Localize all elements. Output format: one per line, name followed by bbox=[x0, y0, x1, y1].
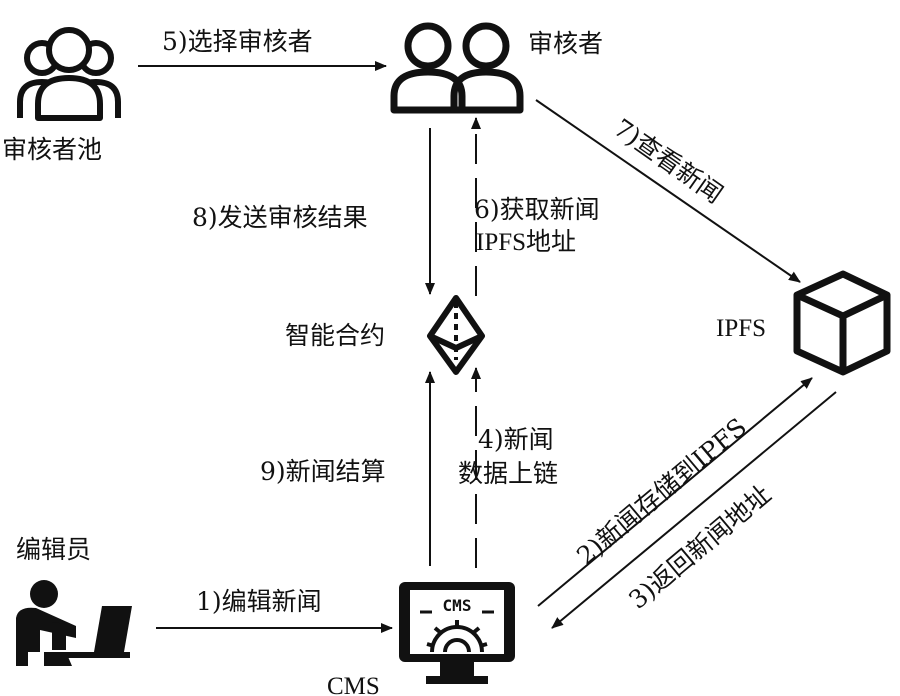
edge-7-arrow bbox=[535, 99, 801, 283]
reviewer-pool-icon bbox=[17, 27, 121, 121]
cms-label: CMS bbox=[327, 673, 380, 696]
ipfs-label: IPFS bbox=[716, 315, 766, 342]
edge-3-arrow bbox=[551, 391, 837, 629]
cms-screen-text: CMS bbox=[443, 596, 472, 615]
edge-9-label: 9)新闻结算 bbox=[260, 457, 386, 486]
editor-label: 编辑员 bbox=[16, 535, 91, 564]
edge-2-arrow bbox=[537, 377, 813, 607]
edge-7-label: 7)查看新闻 bbox=[609, 113, 729, 209]
edge-4-label-line1: 4)新闻 bbox=[478, 425, 554, 454]
reviewer-pool-label: 审核者池 bbox=[2, 135, 102, 164]
edge-4-label-line2: 数据上链 bbox=[458, 459, 558, 488]
edge-5-label: 5)选择审核者 bbox=[162, 27, 313, 56]
ipfs-cube-icon bbox=[793, 270, 891, 376]
cms-monitor-icon: CMS bbox=[399, 582, 515, 684]
edge-8-label: 8)发送审核结果 bbox=[192, 203, 368, 232]
reviewers-icon bbox=[390, 22, 524, 114]
reviewers-label: 审核者 bbox=[528, 29, 603, 58]
edge-6-label-line1: 6)获取新闻 bbox=[474, 195, 600, 224]
smart-contract-icon bbox=[427, 295, 485, 375]
editor-icon bbox=[16, 580, 132, 666]
smart-contract-label: 智能合约 bbox=[285, 321, 385, 350]
edge-6-label-line2: IPFS地址 bbox=[476, 228, 576, 256]
edge-2-label: 2)新闻存储到IPFS bbox=[571, 412, 752, 570]
edge-1-label: 1)编辑新闻 bbox=[196, 587, 322, 616]
